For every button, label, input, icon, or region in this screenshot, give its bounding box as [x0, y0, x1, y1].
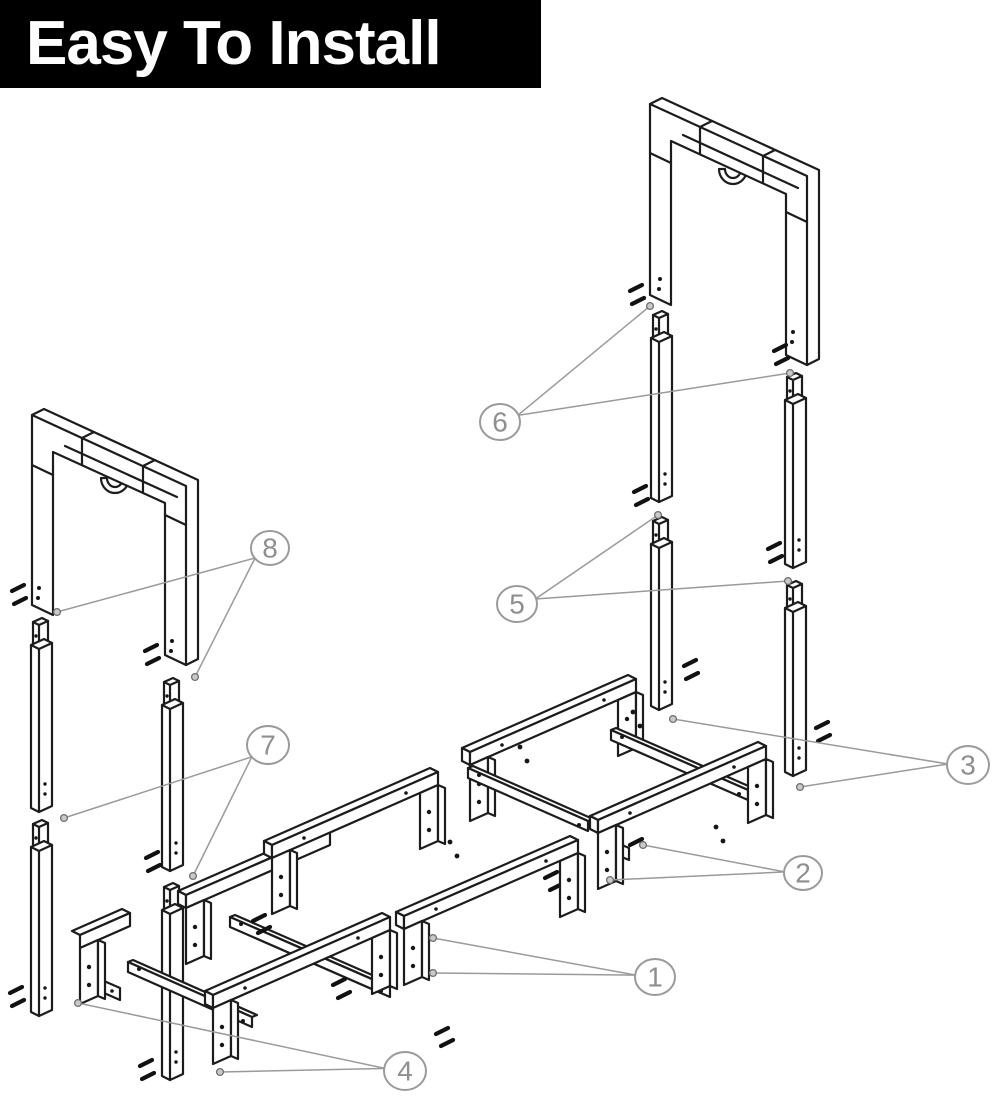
connection-point-dot: [785, 368, 795, 378]
callout-circle: [246, 725, 290, 765]
connection-point-dot: [59, 813, 69, 823]
leader-line: [56, 557, 256, 613]
connection-point-dot: [52, 607, 62, 617]
leader-line: [517, 305, 651, 416]
connection-point-dot: [188, 871, 198, 881]
corner-bracket-2: [102, 979, 122, 1002]
leader-line: [517, 372, 791, 417]
post-right-inner-lower: [649, 515, 674, 712]
callout-number: 2: [795, 858, 811, 889]
callout-number: 3: [960, 750, 976, 781]
callout-number: 6: [492, 407, 508, 438]
post-right-outer-upper: [783, 371, 808, 570]
leader-line: [432, 972, 637, 976]
callout-7: 7: [59, 725, 290, 881]
callout-number: 8: [262, 533, 278, 564]
callout-8: 8: [52, 530, 290, 682]
base-rail-back-left: [262, 766, 447, 916]
leader-line: [642, 844, 786, 873]
callout-circle: [383, 1051, 427, 1091]
connection-point-dot: [645, 301, 655, 311]
connection-point-dot: [428, 933, 438, 943]
base-rail-front-left: [203, 911, 399, 1066]
screws-and-bolts: [7, 282, 833, 1082]
connection-point-dot: [638, 840, 648, 850]
callout-3: 3: [668, 714, 990, 792]
banner-title: Easy To Install: [26, 9, 442, 78]
connection-point-dot: [605, 875, 615, 885]
post-right-outer-lower: [783, 579, 808, 778]
callout-number: 4: [397, 1056, 413, 1087]
leader-line: [77, 1002, 386, 1070]
leader-line: [63, 756, 253, 819]
leader-line: [609, 871, 786, 881]
base-rail-back-right: [460, 673, 645, 823]
base-rail-back-far-left: [176, 826, 332, 966]
post-left-outer-lower: [29, 818, 54, 1018]
post-left-inner-upper: [160, 676, 185, 873]
connection-point-dot: [215, 1067, 225, 1077]
callout-1: 1: [428, 933, 676, 996]
connection-point-dot: [783, 576, 793, 586]
end-plate-loose: [70, 907, 132, 1006]
post-left-outer-upper: [29, 616, 54, 814]
connection-point-dot: [668, 714, 678, 724]
connection-point-dot: [428, 968, 438, 978]
connection-point-dot: [795, 782, 805, 792]
callout-2: 2: [605, 840, 823, 891]
callout-5: 5: [496, 510, 793, 623]
leader-line: [194, 557, 256, 678]
arch-frame-left: [30, 407, 200, 667]
callout-circle: [946, 745, 990, 785]
leader-line: [534, 514, 659, 600]
leader-line: [799, 763, 949, 788]
title-banner: Easy To Install: [0, 0, 541, 88]
base-rail-front-right: [588, 740, 775, 891]
callout-4: 4: [73, 998, 427, 1091]
callout-number: 1: [647, 962, 663, 993]
callout-circle: [634, 958, 676, 996]
arch-frame-right: [648, 96, 821, 367]
callout-circle: [479, 403, 521, 441]
callout-circle: [496, 585, 538, 623]
connection-point-dot: [73, 998, 83, 1008]
leader-line: [672, 718, 949, 765]
post-right-inner-upper: [649, 309, 674, 504]
callout-6: 6: [479, 301, 795, 441]
callout-circle: [250, 530, 290, 566]
connection-point-dot: [653, 510, 663, 520]
leader-line: [432, 937, 637, 976]
leader-line: [192, 756, 253, 877]
leader-line: [219, 1067, 386, 1073]
cross-strap-3: [466, 764, 595, 833]
callout-number: 5: [509, 589, 525, 620]
connection-point-dot: [190, 672, 200, 682]
leader-line: [535, 580, 789, 600]
callout-layer: 1 2 3 4 5 6 7 8: [52, 301, 990, 1091]
callout-number: 7: [260, 730, 276, 761]
callout-circle: [783, 855, 823, 891]
base-rail-front-middle: [394, 834, 587, 987]
